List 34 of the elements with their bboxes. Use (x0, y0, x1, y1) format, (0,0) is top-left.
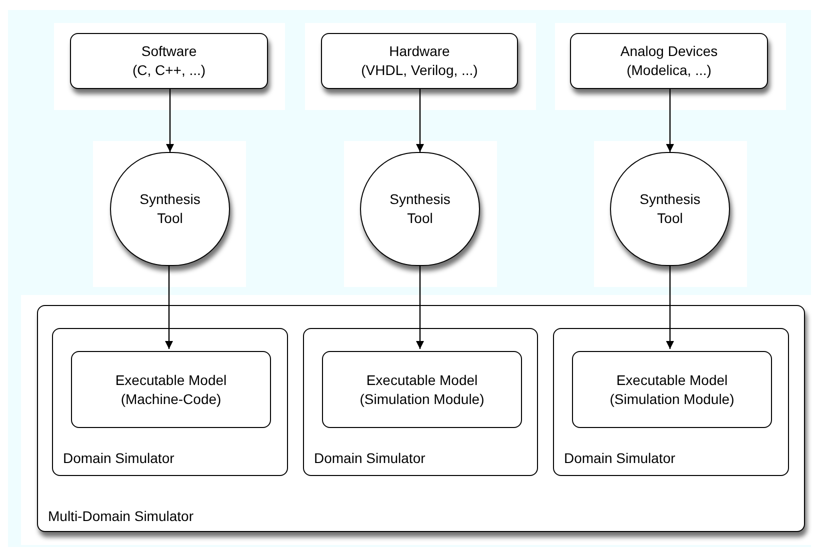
process-box (570, 33, 768, 89)
container-box (303, 328, 538, 476)
container-label: Multi-Domain Simulator (48, 509, 194, 523)
node-label: Software (141, 42, 197, 61)
node-label: Executable Model (115, 370, 227, 390)
process-box (321, 33, 518, 89)
process-box (322, 351, 522, 428)
container-label: Domain Simulator (63, 451, 174, 465)
node-label: Executable Model (366, 370, 478, 390)
node-label: (Simulation Module) (360, 390, 484, 408)
node-label: Hardware (389, 42, 450, 61)
node-label: Executable Model (616, 370, 728, 390)
node-label: Synthesis Tool (138, 190, 202, 228)
node-label: Analog Devices (620, 42, 718, 61)
node-label: (Simulation Module) (610, 390, 734, 408)
arrow (416, 266, 424, 349)
node-label: (C, C++, ...) (132, 61, 206, 80)
container-label: Domain Simulator (314, 451, 426, 465)
node-label: (Machine-Code) (120, 390, 222, 408)
node-label: Synthesis Tool (388, 190, 452, 228)
process-box (572, 351, 772, 428)
node-label: Synthesis Tool (638, 190, 702, 228)
container-box (52, 328, 288, 476)
container-label: Domain Simulator (564, 451, 676, 465)
arrow (166, 89, 174, 152)
arrow (666, 266, 674, 349)
process-box (70, 33, 268, 89)
container-box (553, 328, 789, 476)
arrow (416, 89, 424, 152)
node-label: (Modelica, ...) (626, 61, 712, 80)
node-label: (VHDL, Verilog, ...) (361, 61, 478, 80)
process-box (71, 351, 271, 428)
arrow (165, 266, 173, 349)
arrow (666, 89, 674, 152)
